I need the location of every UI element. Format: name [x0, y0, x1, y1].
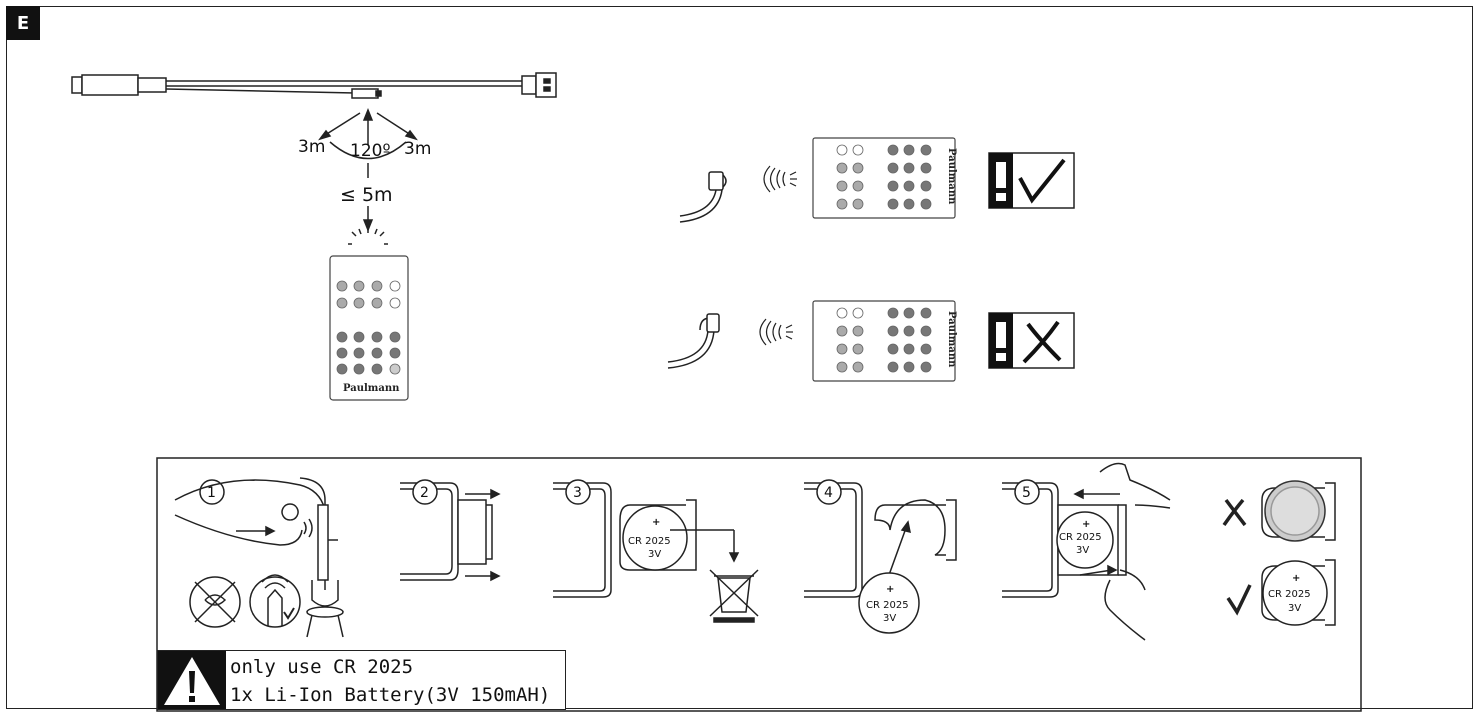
step-number: 1	[207, 485, 216, 501]
range-right-label: 3m	[404, 139, 431, 159]
range-max-distance-label: ≤ 5m	[340, 184, 393, 206]
correct-badge	[988, 152, 1075, 209]
section-letter: E	[6, 6, 40, 40]
remote-brand-label: Paulmann	[946, 311, 957, 368]
step-5	[1002, 462, 1171, 641]
step-number: 5	[1022, 485, 1031, 501]
battery-plus: +	[886, 584, 894, 595]
check-icon	[1226, 584, 1252, 616]
remote-brand-label: Paulmann	[343, 383, 400, 394]
check-icon	[1018, 158, 1066, 204]
ir-signal-icon	[759, 318, 793, 346]
battery-panel	[156, 457, 1362, 712]
range-diagram	[318, 107, 418, 245]
ir-signal-icon	[763, 165, 797, 193]
warning-line-2: 1x Li-Ion Battery(3V 150mAH)	[230, 684, 551, 706]
battery-plus: +	[1082, 519, 1090, 530]
wrong-orientation-row: Paulmann	[667, 300, 1075, 382]
step-1	[174, 477, 344, 638]
remote-control-icon: Paulmann	[812, 137, 957, 219]
range-angle-label: 120º	[350, 141, 390, 161]
usb-cable-illustration	[71, 72, 557, 99]
diagram-frame	[6, 6, 1473, 709]
battery-plus: +	[1292, 573, 1300, 584]
step-2	[400, 479, 501, 582]
battery-voltage: 3V	[1288, 603, 1301, 614]
cross-icon	[1022, 320, 1062, 364]
sensor-icon	[667, 313, 720, 369]
battery-warning: only use CR 2025 1x Li-Ion Battery(3V 15…	[157, 650, 566, 710]
step-number: 3	[573, 485, 582, 501]
step-3	[553, 479, 759, 623]
step-number: 2	[420, 485, 429, 501]
insertion-check	[1222, 480, 1336, 626]
battery-voltage: 3V	[883, 613, 896, 624]
wrong-badge	[988, 312, 1075, 369]
battery-plus: +	[652, 517, 660, 528]
step-4	[804, 479, 957, 634]
range-left-label: 3m	[298, 137, 325, 157]
step-number: 4	[824, 485, 833, 501]
battery-voltage: 3V	[648, 549, 661, 560]
remote-control-icon: Paulmann	[812, 300, 957, 382]
correct-orientation-row: Paulmann	[679, 137, 1075, 223]
warning-line-1: only use CR 2025	[230, 656, 414, 678]
sensor-icon	[679, 171, 727, 223]
recycle-bin-crossed-icon	[709, 569, 759, 623]
battery-label: CR 2025	[866, 600, 909, 611]
battery-label: CR 2025	[1268, 589, 1311, 600]
remote-brand-label: Paulmann	[946, 148, 957, 205]
battery-label: CR 2025	[628, 536, 671, 547]
remote-control-icon: Paulmann	[329, 255, 409, 401]
warning-icon	[158, 651, 226, 709]
battery-voltage: 3V	[1076, 545, 1089, 556]
battery-label: CR 2025	[1059, 532, 1102, 543]
